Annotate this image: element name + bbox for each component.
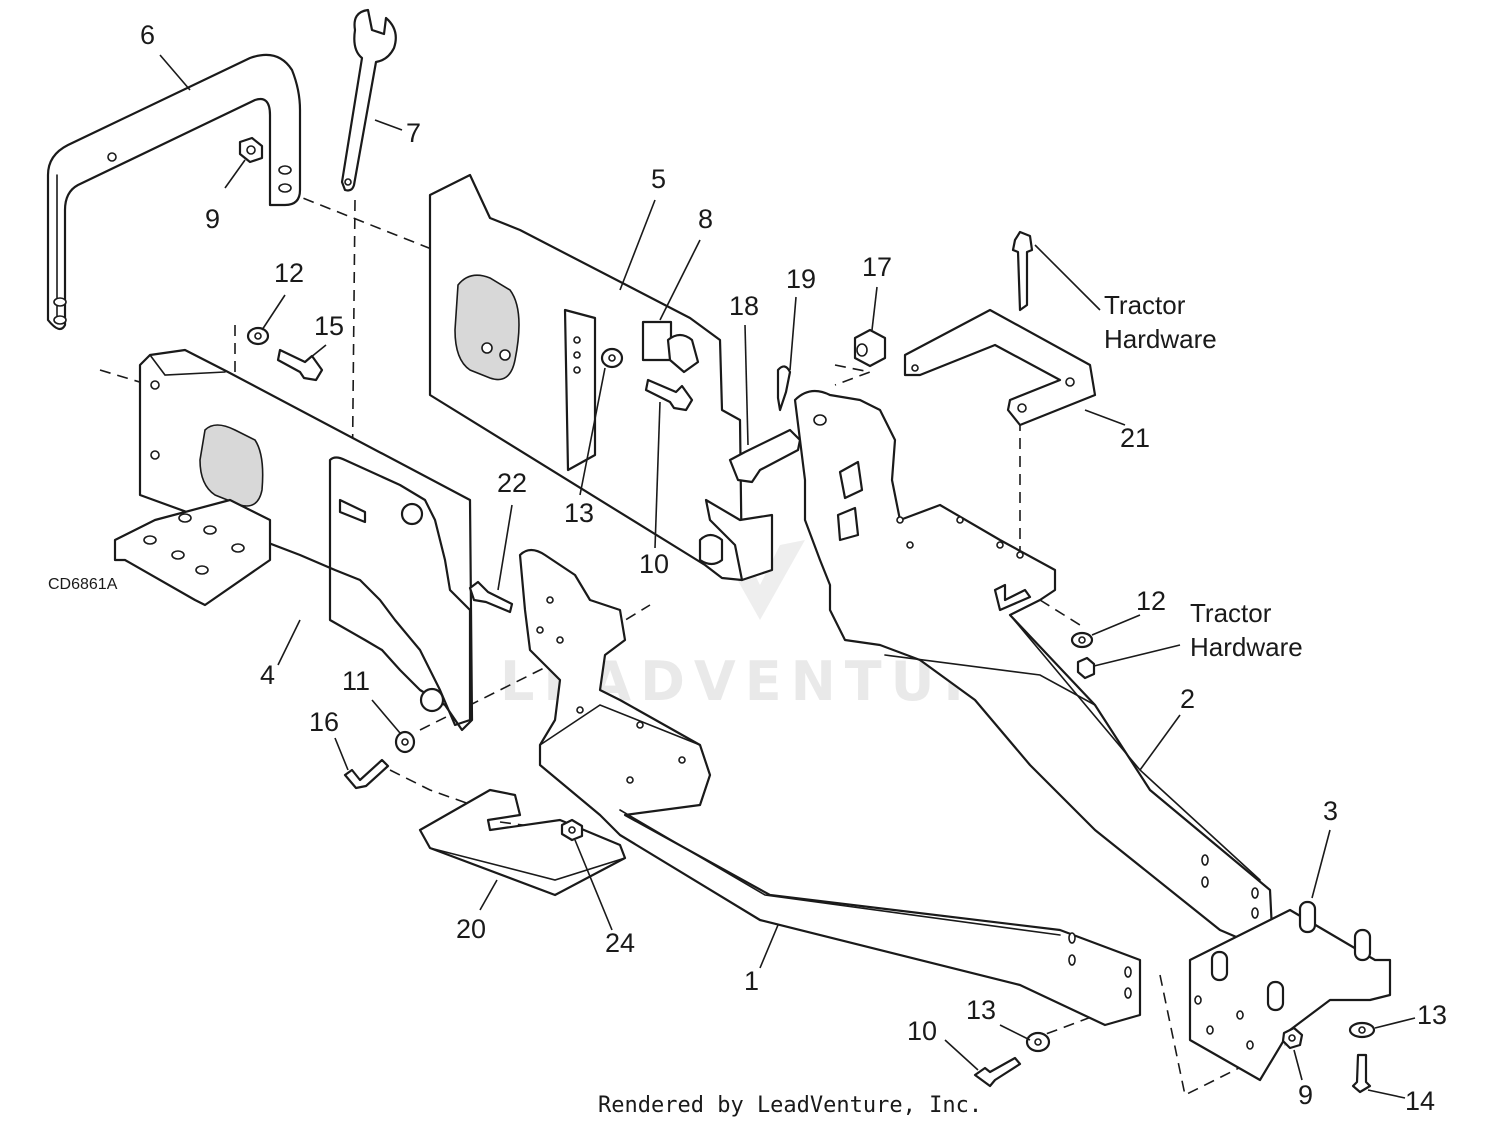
callout-2: 2 <box>1180 684 1195 714</box>
part-6-handle <box>46 53 302 331</box>
part-20-bracket <box>418 788 627 897</box>
callout-6: 6 <box>140 20 155 50</box>
callout-22: 22 <box>497 468 527 498</box>
assembly-lines <box>99 184 1361 1097</box>
callout-17: 17 <box>862 252 892 282</box>
part-3-crossmember <box>1188 900 1392 1082</box>
callouts: 6 7 9 5 8 12 15 18 19 17 21 13 10 22 4 1… <box>140 20 1447 1116</box>
part-4-bracket <box>113 348 474 732</box>
part-13-washer-lower-left <box>1025 1031 1051 1053</box>
callout-13-upper: 13 <box>564 498 594 528</box>
callout-7: 7 <box>406 118 421 148</box>
callout-4: 4 <box>260 660 275 690</box>
part-22-bolt <box>468 580 514 614</box>
callout-24: 24 <box>605 928 635 958</box>
part-9-nut-lower <box>1281 1026 1304 1050</box>
callout-10-upper: 10 <box>639 549 669 579</box>
part-1-frame <box>518 548 1142 1027</box>
part-19-clip <box>776 365 792 412</box>
callout-5: 5 <box>651 164 666 194</box>
tractor-nut-mid <box>1076 656 1096 680</box>
part-18-pin <box>728 428 802 484</box>
callout-12-upper: 12 <box>274 258 304 288</box>
tractor-hardware-top-line2: Hardware <box>1104 324 1217 354</box>
part-16-bolt <box>343 758 390 790</box>
callout-15: 15 <box>314 311 344 341</box>
part-13-washer-lower-right <box>1348 1021 1376 1039</box>
tractor-hardware-note-top: Tractor Hardware <box>1104 290 1217 354</box>
part-10-bolt-lower <box>973 1056 1022 1088</box>
callout-13-lower-right: 13 <box>1417 1000 1447 1030</box>
part-7-wrench <box>340 8 397 192</box>
callout-9-lower: 9 <box>1298 1080 1313 1110</box>
part-13-washer-upper <box>600 347 624 369</box>
callout-18: 18 <box>729 291 759 321</box>
callout-21: 21 <box>1120 423 1150 453</box>
part-2-frame <box>793 389 1274 947</box>
part-11-washer <box>394 730 416 754</box>
footer-credit: Rendered by LeadVenture, Inc. <box>598 1093 982 1118</box>
part-24-nut <box>560 818 584 842</box>
part-12-washer-upper <box>246 326 270 346</box>
callout-11: 11 <box>342 666 370 696</box>
tractor-hardware-mid-line2: Hardware <box>1190 632 1303 662</box>
callout-16: 16 <box>309 707 339 737</box>
tractor-hardware-mid-line1: Tractor <box>1190 598 1272 628</box>
tractor-bolt-top <box>1011 230 1034 312</box>
callout-9-top: 9 <box>205 204 220 234</box>
part-5-plate <box>428 173 774 582</box>
tractor-hardware-note-mid: Tractor Hardware <box>1190 598 1303 662</box>
part-9-nut-top <box>238 136 264 164</box>
leader-lines <box>159 54 1416 1099</box>
drawing-code: CD6861A <box>48 576 118 593</box>
callout-12-mid: 12 <box>1136 586 1166 616</box>
tractor-hardware-top-line1: Tractor <box>1104 290 1186 320</box>
callout-3: 3 <box>1323 796 1338 826</box>
part-10-bolt-upper <box>644 378 694 412</box>
callout-13-lower-left: 13 <box>966 995 996 1025</box>
part-12-washer-mid <box>1070 631 1094 649</box>
callout-14: 14 <box>1405 1086 1435 1116</box>
part-14-bolt <box>1351 1053 1372 1094</box>
callout-20: 20 <box>456 914 486 944</box>
callout-19: 19 <box>786 264 816 294</box>
callout-8: 8 <box>698 204 713 234</box>
part-21-bracket <box>903 308 1097 427</box>
callout-10-lower: 10 <box>907 1016 937 1046</box>
callout-1: 1 <box>744 966 759 996</box>
part-17-nut <box>853 328 887 368</box>
